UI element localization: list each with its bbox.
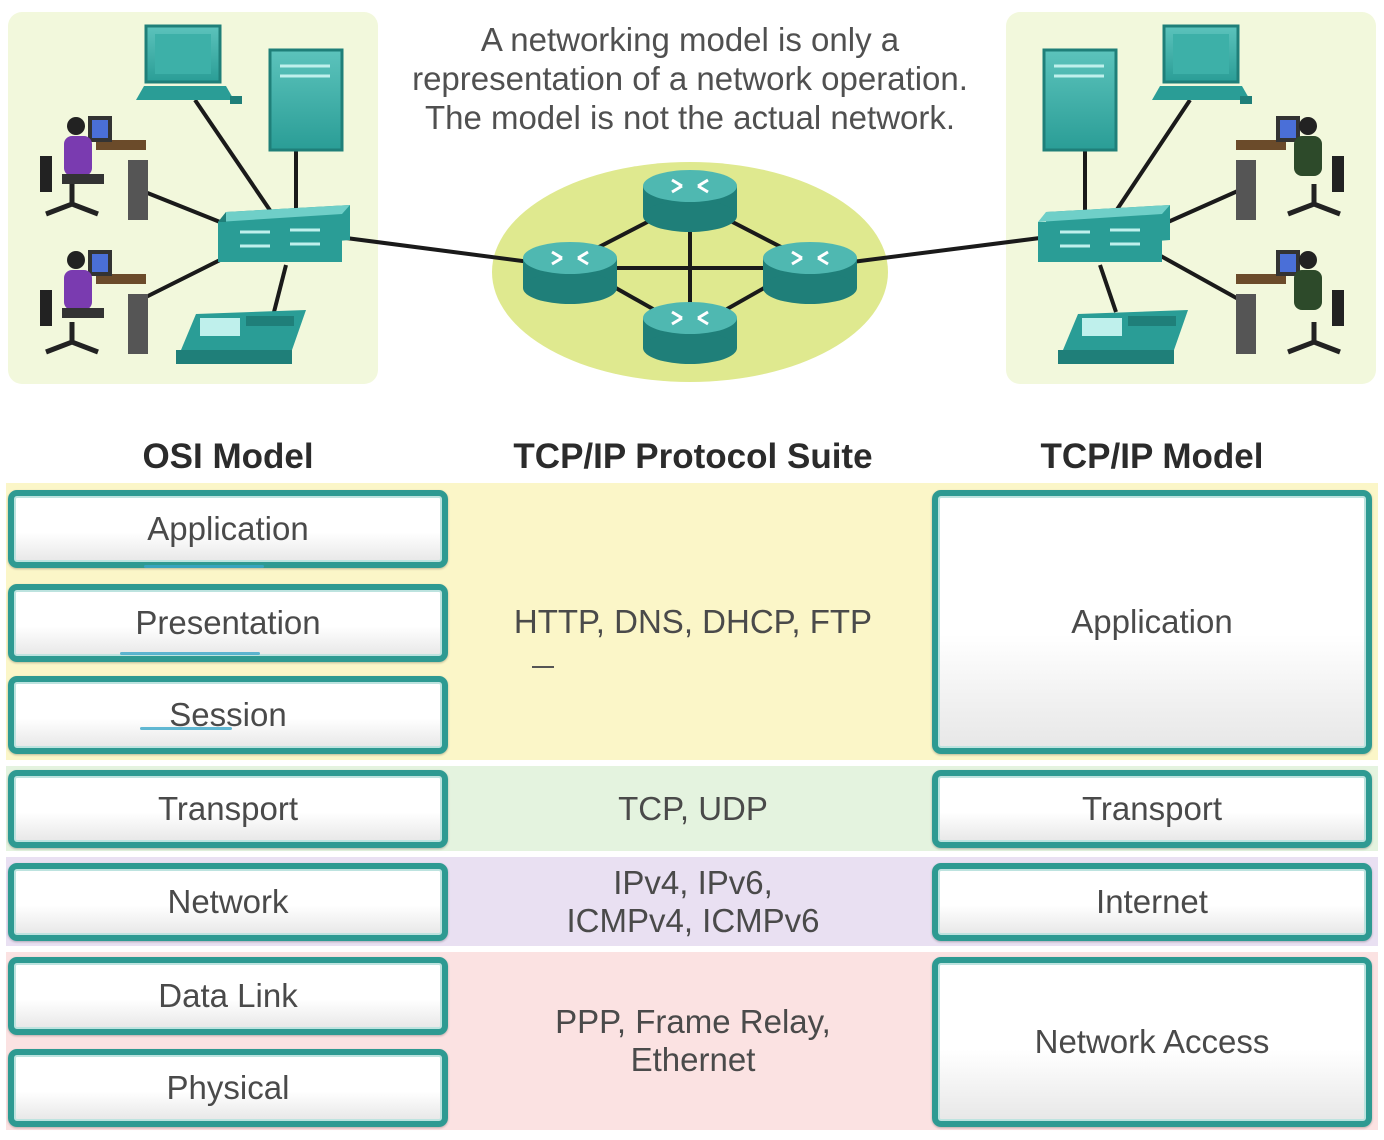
user-workstation-left-top (40, 116, 148, 220)
tcpip-model-header: TCP/IP Model (1040, 437, 1264, 476)
annotation-underline-application (144, 565, 264, 568)
diagram-caption: A networking model is only a representat… (380, 20, 1000, 137)
application-protocols: HTTP, DNS, DHCP, FTP (450, 483, 936, 760)
scribble-mark (532, 666, 554, 668)
osi-layer-application: Application (8, 490, 448, 568)
network-topology (40, 24, 1344, 382)
osi-layer-network: Network (8, 863, 448, 941)
link-protocols-line-2: Ethernet (630, 1041, 756, 1078)
caption-line-1: A networking model is only a (480, 21, 900, 58)
network-protocols-line-1: IPv4, IPv6, (613, 863, 773, 901)
router-right (763, 242, 857, 304)
protocol-suite-header: TCP/IP Protocol Suite (513, 437, 873, 476)
server-left (268, 48, 344, 152)
network-protocols-line-2: ICMPv4, ICMPv6 (566, 901, 820, 939)
router-bottom (643, 302, 737, 364)
tcpip-layer-internet: Internet (932, 863, 1372, 941)
caption-line-3: The model is not the actual network. (424, 99, 956, 136)
link-protocols: PPP, Frame Relay, Ethernet (450, 952, 936, 1130)
osi-layer-session: Session (8, 676, 448, 754)
router-left (523, 242, 617, 304)
osi-layer-presentation: Presentation (8, 584, 448, 662)
osi-model-header: OSI Model (142, 437, 314, 476)
ip-phone-left (176, 310, 306, 364)
transport-protocols-text: TCP, UDP (618, 789, 768, 827)
osi-layer-transport: Transport (8, 770, 448, 848)
ip-phone-right (1058, 310, 1188, 364)
tcpip-layer-network-access: Network Access (932, 957, 1372, 1127)
transport-protocols: TCP, UDP (450, 766, 936, 851)
desktop-computer-right (1152, 24, 1252, 104)
tcpip-layer-application: Application (932, 490, 1372, 754)
annotation-underline-presentation (120, 652, 260, 655)
application-protocols-text: HTTP, DNS, DHCP, FTP (513, 602, 873, 640)
annotation-underline-session (140, 727, 232, 730)
network-protocols: IPv4, IPv6, ICMPv4, ICMPv6 (450, 857, 936, 946)
link-protocols-line-1: PPP, Frame Relay, (555, 1003, 831, 1040)
user-workstation-left-bottom (40, 250, 148, 355)
user-workstation-right-bottom (1236, 250, 1344, 355)
desktop-computer-left (136, 24, 242, 104)
caption-line-2: representation of a network operation. (412, 60, 968, 97)
server-right (1042, 48, 1118, 152)
user-workstation-right-top (1236, 116, 1344, 220)
tcpip-layer-transport: Transport (932, 770, 1372, 848)
osi-layer-data-link: Data Link (8, 957, 448, 1035)
router-top (643, 170, 737, 232)
switch-left (218, 205, 350, 262)
osi-layer-physical: Physical (8, 1049, 448, 1127)
switch-right (1038, 205, 1170, 262)
